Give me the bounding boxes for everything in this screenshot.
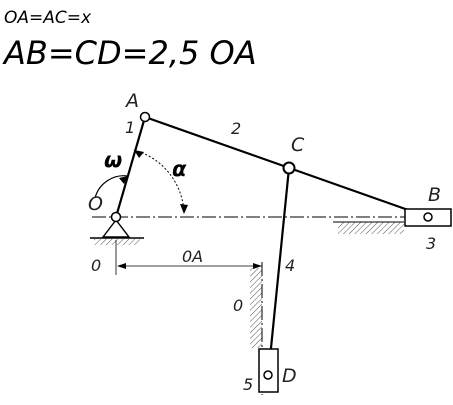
joint-d (263, 370, 273, 380)
alpha-arrowhead-bottom (180, 204, 188, 214)
label-ground-left: 0 (91, 256, 101, 275)
label-link-2: 2 (231, 119, 241, 138)
label-link-5: 5 (243, 375, 253, 394)
omega-arc (94, 175, 129, 199)
label-a: A (124, 90, 139, 112)
joint-c (282, 161, 296, 175)
joint-b (423, 212, 433, 222)
link-oa (114, 116, 147, 218)
joint-o (110, 211, 122, 223)
ground-hatch-b (338, 222, 404, 234)
dim-arrow-right (253, 263, 262, 269)
label-offset-dim: 0A (182, 247, 203, 266)
alpha-arc (133, 149, 185, 214)
label-ground-mid: 0 (233, 296, 243, 315)
alpha-symbol: α (172, 157, 187, 181)
ground-hatch-d (250, 268, 262, 348)
omega-arrowhead (119, 176, 128, 184)
omega-symbol: ω (104, 148, 122, 172)
alpha-arrowhead-top (134, 150, 144, 158)
label-link-1: 1 (125, 118, 135, 137)
link-cd (266, 167, 291, 379)
relation-oa-ac: OA=AC=x (4, 8, 92, 28)
label-link-4: 4 (285, 256, 295, 275)
label-c: C (291, 134, 305, 156)
support-triangle (101, 218, 131, 238)
joint-a (139, 111, 151, 123)
dim-arrow-left (117, 263, 126, 269)
label-link-3: 3 (426, 234, 436, 253)
support-hatch (94, 239, 140, 245)
label-b: B (428, 184, 441, 206)
relation-ab-cd: AB=CD=2,5 OA (4, 34, 257, 72)
label-o: O (88, 193, 103, 215)
label-d: D (282, 365, 297, 387)
